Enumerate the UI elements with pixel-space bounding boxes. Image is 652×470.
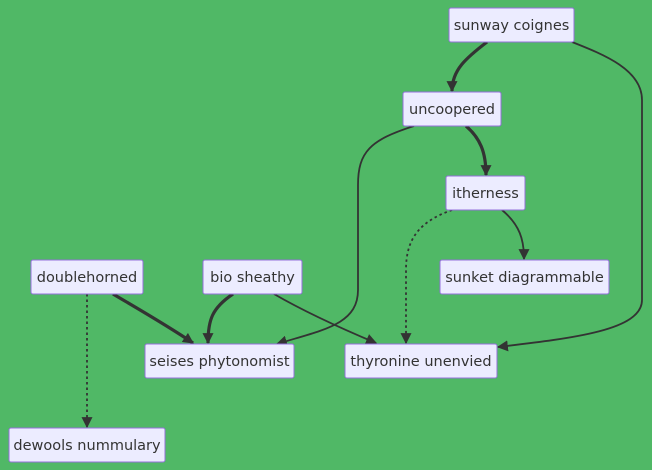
node-label: sunket diagrammable: [445, 270, 604, 286]
edge-doublehorned-to-seises-phytonomist: [112, 292, 194, 345]
edge-itherness-to-thyronine-unenvied: [400, 209, 453, 345]
nodes: sunway coignes uncoopered itherness sunk…: [8, 7, 610, 463]
node-bio-sheathy[interactable]: bio sheathy: [202, 259, 303, 295]
edge-bio-sheathy-to-seises-phytonomist: [202, 292, 234, 345]
node-label: seises phytonomist: [149, 354, 289, 370]
node-sunket-diagrammable[interactable]: sunket diagrammable: [439, 259, 610, 295]
edge-itherness-to-sunket-diagrammable: [501, 209, 530, 261]
edge-bio-sheathy-to-thyronine-unenvied: [273, 293, 378, 345]
edge-uncoopered-to-seises-phytonomist: [275, 125, 415, 347]
edges: [81, 40, 643, 429]
edge-sunway-coignes-to-thyronine-unenvied: [496, 41, 643, 352]
node-label: uncoopered: [409, 102, 495, 118]
node-itherness[interactable]: itherness: [445, 175, 526, 211]
node-seises-phytonomist[interactable]: seises phytonomist: [144, 343, 295, 379]
node-label: dewools nummulary: [13, 438, 161, 454]
edge-sunway-coignes-to-uncoopered: [446, 40, 488, 93]
node-label: bio sheathy: [210, 270, 295, 286]
node-doublehorned[interactable]: doublehorned: [30, 259, 144, 295]
node-uncoopered[interactable]: uncoopered: [402, 91, 502, 127]
node-label: thyronine unenvied: [350, 354, 491, 370]
node-sunway-coignes[interactable]: sunway coignes: [448, 7, 575, 43]
node-dewools-nummulary[interactable]: dewools nummulary: [8, 427, 166, 463]
node-thyronine-unenvied[interactable]: thyronine unenvied: [344, 343, 498, 379]
node-label: itherness: [452, 186, 519, 202]
edge-uncoopered-to-itherness: [464, 124, 492, 177]
node-label: sunway coignes: [454, 18, 570, 34]
node-label: doublehorned: [37, 270, 138, 286]
